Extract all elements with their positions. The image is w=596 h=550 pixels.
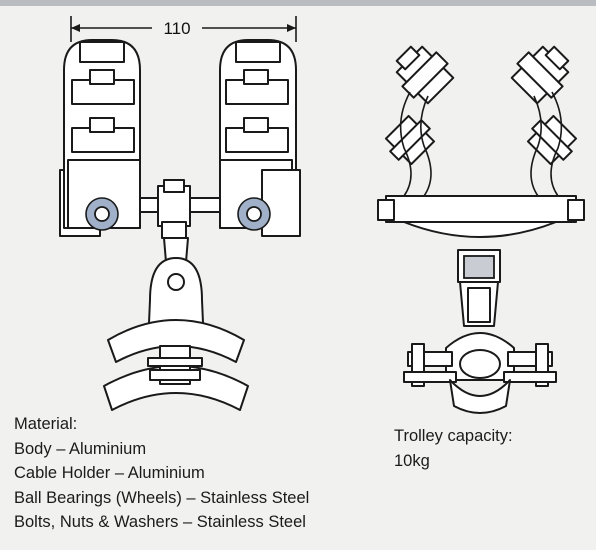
trolley-capacity: Trolley capacity: 10kg [394,424,513,473]
material-cable-holder: Cable Holder – Aluminium [14,464,205,482]
capacity-value: 10kg [394,451,430,470]
capacity-heading: Trolley capacity: [394,427,513,445]
material-ball-bearings: Ball Bearings (Wheels) – Stainless Steel [14,488,310,507]
material-bolts-nuts: Bolts, Nuts & Washers – Stainless Steel [14,513,306,531]
material-list: Material: Body – Aluminium Cable Holder … [14,412,309,535]
front-view-drawing: 110 [59,16,301,411]
material-body: Body – Aluminium [14,439,147,458]
width-dimension-label: 110 [163,19,190,38]
width-dimension: 110 [70,16,297,42]
top-border [0,0,596,6]
side-view-drawing [377,45,585,414]
material-heading: Material: [14,415,78,433]
